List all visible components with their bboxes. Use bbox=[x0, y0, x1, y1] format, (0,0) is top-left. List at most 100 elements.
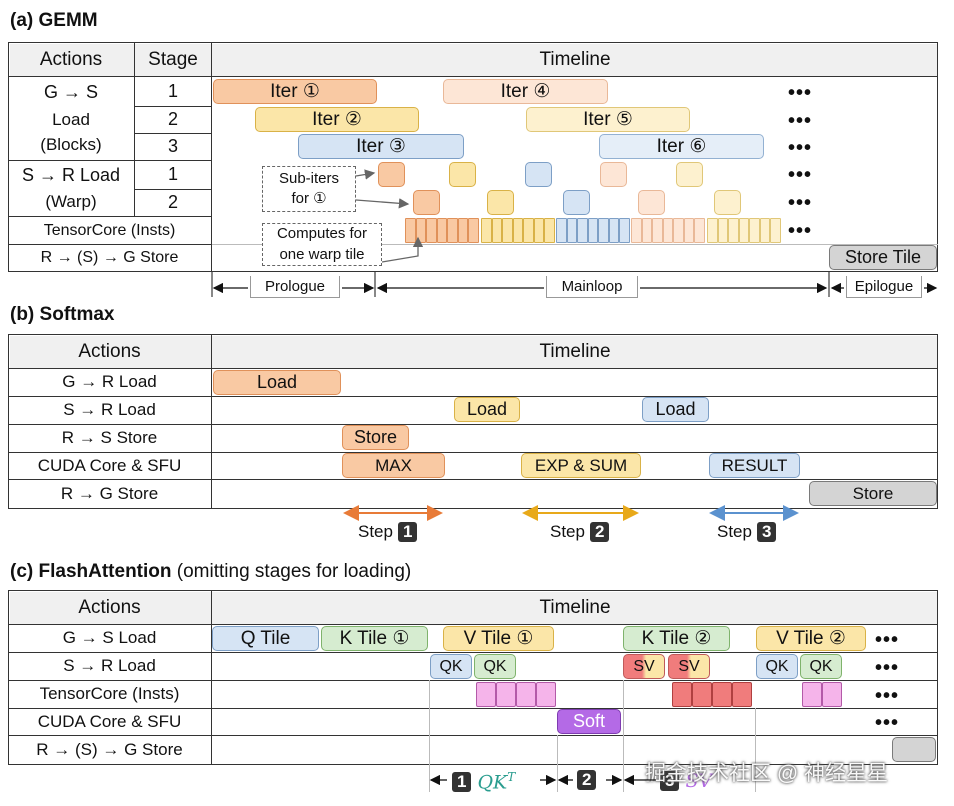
flash-row-g2s: G → S Load bbox=[62, 628, 157, 648]
gemm-row-tensorcore: TensorCore (Insts) bbox=[43, 222, 176, 240]
softmax-load-s2r-1: Load bbox=[454, 397, 520, 422]
tensorcore-inst bbox=[544, 218, 555, 243]
gemm-ellipsis-stage3: ••• bbox=[788, 137, 813, 159]
gemm-iter-1: Iter ① bbox=[213, 79, 377, 104]
flash-title: (c) FlashAttention (omitting stages for … bbox=[10, 561, 411, 583]
gemm-stage-1: 1 bbox=[167, 81, 178, 102]
gemm-store-tile: Store Tile bbox=[829, 245, 937, 270]
phase-epilogue: Epilogue bbox=[846, 276, 922, 298]
tensorcore-inst bbox=[447, 218, 458, 243]
tensorcore-inst bbox=[619, 218, 630, 243]
tensorcore-inst bbox=[405, 218, 416, 243]
tc-qk-inst bbox=[822, 682, 842, 707]
qk-block: QK bbox=[430, 654, 472, 679]
flash-bottom-3-badge: 3 bbox=[660, 771, 680, 791]
flash-bottom-3-math: SV bbox=[685, 770, 713, 792]
tensorcore-inst bbox=[707, 218, 718, 243]
tensorcore-inst bbox=[587, 218, 598, 243]
flash-ellipsis-g2s: ••• bbox=[875, 629, 900, 651]
tensorcore-inst bbox=[468, 218, 479, 243]
flash-title-rest: (omitting stages for loading) bbox=[171, 561, 412, 582]
tc-sv-inst bbox=[732, 682, 752, 707]
qk-block: QK bbox=[800, 654, 842, 679]
flash-bottom-3: 3 SV bbox=[660, 770, 712, 792]
gemm-iter-6: Iter ⑥ bbox=[599, 134, 764, 159]
phase-prologue: Prologue bbox=[250, 276, 340, 298]
step-3-badge: 3 bbox=[756, 522, 777, 542]
gemm-stage-2: 2 bbox=[167, 108, 178, 129]
gemm-header-timeline: Timeline bbox=[539, 48, 611, 70]
softmax-exp-sum: EXP & SUM bbox=[521, 453, 641, 478]
softmax-row-cuda: CUDA Core & SFU bbox=[37, 455, 182, 475]
gemm-ellipsis-tc: ••• bbox=[788, 220, 813, 242]
tc-qk-inst bbox=[516, 682, 536, 707]
softmax-step-1: Step 1 bbox=[358, 522, 418, 542]
subiter-block bbox=[487, 190, 514, 215]
flash-q-tile: Q Tile bbox=[212, 626, 319, 651]
tensorcore-inst bbox=[652, 218, 663, 243]
subiter-pointer-arrows bbox=[355, 169, 424, 263]
gemm-table bbox=[8, 42, 938, 272]
step-1-badge: 1 bbox=[397, 522, 418, 542]
note-subiters-line2: for ① bbox=[291, 190, 327, 207]
tensorcore-inst bbox=[759, 218, 770, 243]
tensorcore-inst bbox=[512, 218, 523, 243]
tensorcore-inst bbox=[608, 218, 619, 243]
softmax-header-timeline: Timeline bbox=[539, 340, 611, 362]
tensorcore-inst bbox=[566, 218, 577, 243]
tensorcore-inst bbox=[502, 218, 513, 243]
softmax-step-2: Step 2 bbox=[550, 522, 610, 542]
gemm-iter-4: Iter ④ bbox=[443, 79, 608, 104]
flash-row-cuda: CUDA Core & SFU bbox=[37, 711, 182, 731]
flash-ellipsis-s2r: ••• bbox=[875, 657, 900, 679]
gemm-header-bg bbox=[9, 43, 937, 76]
softmax-title: (b) Softmax bbox=[10, 304, 115, 325]
gemm-iter-2: Iter ② bbox=[255, 107, 419, 132]
tensorcore-inst bbox=[631, 218, 642, 243]
qk-block: QK bbox=[474, 654, 516, 679]
softmax-store-g: Store bbox=[809, 481, 937, 506]
tensorcore-inst bbox=[533, 218, 544, 243]
flash-row-store: R → (S) → G Store bbox=[36, 739, 183, 759]
softmax-load-s2r-2: Load bbox=[642, 397, 709, 422]
gemm-row-store: R → (S) → G Store bbox=[40, 249, 179, 267]
flash-header-actions: Actions bbox=[78, 596, 141, 618]
phase-mainloop: Mainloop bbox=[546, 276, 638, 298]
flash-row-tensorcore: TensorCore (Insts) bbox=[39, 684, 180, 704]
softmax-row-r2s: R → S Store bbox=[61, 428, 158, 448]
softmax-step-3: Step 3 bbox=[717, 522, 777, 542]
subiter-block bbox=[600, 162, 627, 187]
softmax-row-s2r: S → R Load bbox=[63, 400, 156, 420]
gemm-row-g2s-line3: (Blocks) bbox=[40, 134, 102, 154]
softmax-load-g2r: Load bbox=[213, 370, 341, 395]
gemm-warp-stage-2: 2 bbox=[167, 191, 178, 212]
gemm-header-stage: Stage bbox=[148, 48, 198, 70]
step-2-label: Step bbox=[550, 522, 585, 541]
tensorcore-inst bbox=[683, 218, 694, 243]
softmax-header-actions: Actions bbox=[78, 340, 141, 362]
gemm-iter-3: Iter ③ bbox=[298, 134, 464, 159]
flash-k-tile-2: K Tile ② bbox=[623, 626, 730, 651]
gemm-title: (a) GEMM bbox=[10, 10, 98, 31]
tensorcore-inst bbox=[457, 218, 468, 243]
tensorcore-inst bbox=[577, 218, 588, 243]
sv-block: SV bbox=[668, 654, 710, 679]
tensorcore-inst bbox=[598, 218, 609, 243]
gemm-ellipsis-stage2: ••• bbox=[788, 110, 813, 132]
softmax-row-r2g: R → G Store bbox=[60, 483, 159, 503]
gemm-ellipsis-warp2: ••• bbox=[788, 192, 813, 214]
gemm-row-g2s-line1: G → S bbox=[43, 82, 98, 103]
watermark: 掘金技术社区 @ 神经星星 bbox=[645, 762, 888, 785]
tensorcore-inst bbox=[717, 218, 728, 243]
gemm-header-actions: Actions bbox=[39, 48, 103, 70]
tensorcore-inst bbox=[426, 218, 437, 243]
subiter-block bbox=[638, 190, 665, 215]
tensorcore-inst bbox=[481, 218, 492, 243]
softmax-row-g2r: G → R Load bbox=[62, 372, 157, 392]
flash-title-bold: (c) FlashAttention bbox=[10, 561, 172, 582]
tc-qk-inst bbox=[536, 682, 556, 707]
subiter-block bbox=[563, 190, 590, 215]
